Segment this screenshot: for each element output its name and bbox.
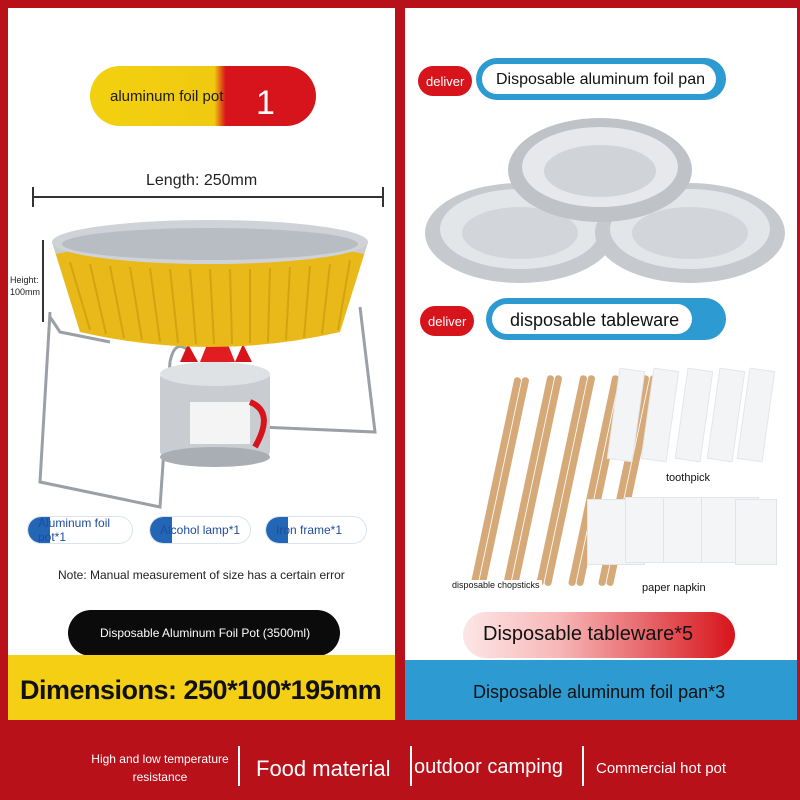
disposable-tableware-title: disposable tableware (510, 310, 680, 330)
aluminum-foil-pan-title: Disposable aluminum foil pan (496, 71, 705, 88)
tag-alcohol-lamp-label: Alcohol lamp*1 (160, 523, 241, 537)
height-dimension-line (42, 240, 44, 322)
tableware-count: Disposable tableware*5 (483, 623, 694, 645)
product-name: Disposable Aluminum Foil Pot (3500ml) (100, 626, 311, 640)
deliver-badge-1: deliver (418, 66, 473, 96)
length-tick-right (382, 187, 384, 207)
tableware-count-pill: Disposable tableware*5 (463, 612, 735, 658)
pill-inner (492, 304, 692, 334)
foil-pan-count-bar: Disposable aluminum foil pan*3 (405, 660, 797, 720)
footer-outdoor-camping: outdoor camping (414, 756, 563, 778)
foil-pan-icon (508, 118, 692, 222)
footer-separator (238, 746, 240, 786)
dimensions-bar: Dimensions: 250*100*195mm (8, 655, 395, 720)
footer-separator (410, 746, 412, 786)
tag-iron-frame-label: Iron frame*1 (276, 523, 343, 537)
measurement-note: Note: Manual measurement of size has a c… (58, 568, 345, 582)
disposable-tableware-title-pill: disposable tableware (486, 298, 726, 340)
tag-aluminum-foil-pot-label: Aluminum foil pot*1 (38, 517, 111, 543)
aluminum-foil-pan-title-pill: Disposable aluminum foil pan (476, 58, 726, 100)
aluminum-foil-pot-icon (52, 220, 368, 347)
paper-napkin (736, 500, 776, 564)
chopsticks-caption: disposable chopsticks (450, 580, 542, 590)
pot-count-number: 1 (256, 84, 275, 122)
foil-pot-illustration (38, 220, 377, 509)
foil-pans-illustration (425, 118, 785, 283)
height-label: Height: 100mm (10, 275, 41, 297)
length-tick-left (32, 187, 34, 207)
dimensions-text: Dimensions: 250*100*195mm (20, 675, 382, 705)
length-dimension-line (32, 196, 384, 198)
footer-temperature-resistance: High and low temperature resistance (91, 752, 229, 784)
footer-separator (582, 746, 584, 786)
pill-inner (482, 64, 716, 94)
footer-commercial-hot-pot: Commercial hot pot (596, 760, 727, 777)
toothpick-caption: toothpick (664, 472, 713, 484)
tag-aluminum-foil-pot: Aluminum foil pot*1 (28, 517, 132, 543)
aluminum-foil-pot-title-pill: aluminum foil pot (90, 66, 316, 126)
foil-pan-count: Disposable aluminum foil pan*3 (473, 682, 726, 702)
tag-iron-frame: Iron frame*1 (266, 517, 366, 543)
footer-food-material: Food material (256, 756, 391, 781)
napkin-caption: paper napkin (640, 582, 708, 594)
length-label: Length: 250mm (146, 172, 258, 189)
tag-alcohol-lamp: Alcohol lamp*1 (150, 517, 250, 543)
product-name-pill: Disposable Aluminum Foil Pot (3500ml) (68, 610, 340, 656)
alcohol-lamp-icon (160, 337, 270, 467)
aluminum-foil-pot-title: aluminum foil pot (110, 88, 224, 105)
deliver-badge-2: deliver (420, 306, 475, 336)
